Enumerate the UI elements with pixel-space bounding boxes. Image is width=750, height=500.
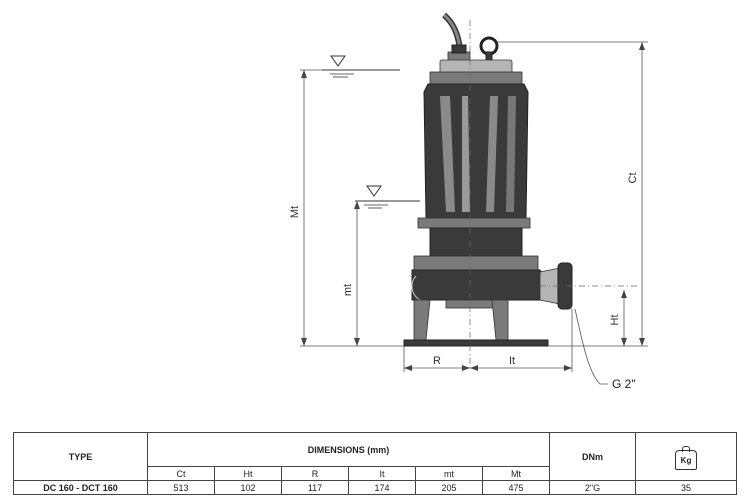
col-header-mt: mt [415,466,483,481]
water-level-upper-icon [322,55,400,78]
row-type: DC 160 - DCT 160 [13,480,148,495]
header-type: TYPE [13,432,148,481]
weight-icon-label: Kg [680,455,692,465]
label-It: It [509,355,515,367]
label-Ht: Ht [609,315,621,326]
row-value-It: 174 [348,480,416,495]
weight-kg-icon: Kg [675,445,698,470]
dimension-G: G 2" [574,308,636,391]
dimension-Ct: Ct [497,41,648,347]
col-header-Ht: Ht [214,466,282,481]
label-G: G 2" [612,377,636,391]
label-R: R [433,355,441,367]
label-mt: mt [342,284,354,296]
row-value-R: 117 [281,480,349,495]
water-level-lower-icon [355,185,420,209]
header-dn: DNm [549,432,637,481]
dimension-spec-table: TYPE DIMENSIONS (mm) DNm Kg Ct Ht R It m… [13,432,738,495]
label-Ct: Ct [627,173,639,184]
dimension-mt: mt [342,201,360,346]
col-header-Ct: Ct [147,466,215,481]
dimension-R-It: R It [403,309,573,372]
header-dimensions: DIMENSIONS (mm) [146,432,551,467]
col-header-It: It [348,466,416,481]
row-value-mt: 205 [415,480,483,495]
header-weight: Kg [635,432,738,481]
dimension-Mt: Mt [289,69,404,347]
dimension-Ht: Ht [609,290,627,346]
pump-dimension-drawing: Mt mt Ct Ht R It G 2" [289,12,648,391]
row-value-weight: 35 [635,480,738,495]
label-Mt: Mt [289,206,301,218]
row-value-Ht: 102 [214,480,282,495]
pump-body [403,12,573,347]
row-value-dn: 2"G [549,480,637,495]
row-value-Ct: 513 [147,480,215,495]
table-row: DC 160 - DCT 160 513 102 117 174 205 475… [13,480,738,495]
row-value-Mt: 475 [481,480,551,495]
col-header-R: R [281,466,349,481]
col-header-Mt: Mt [481,466,551,481]
